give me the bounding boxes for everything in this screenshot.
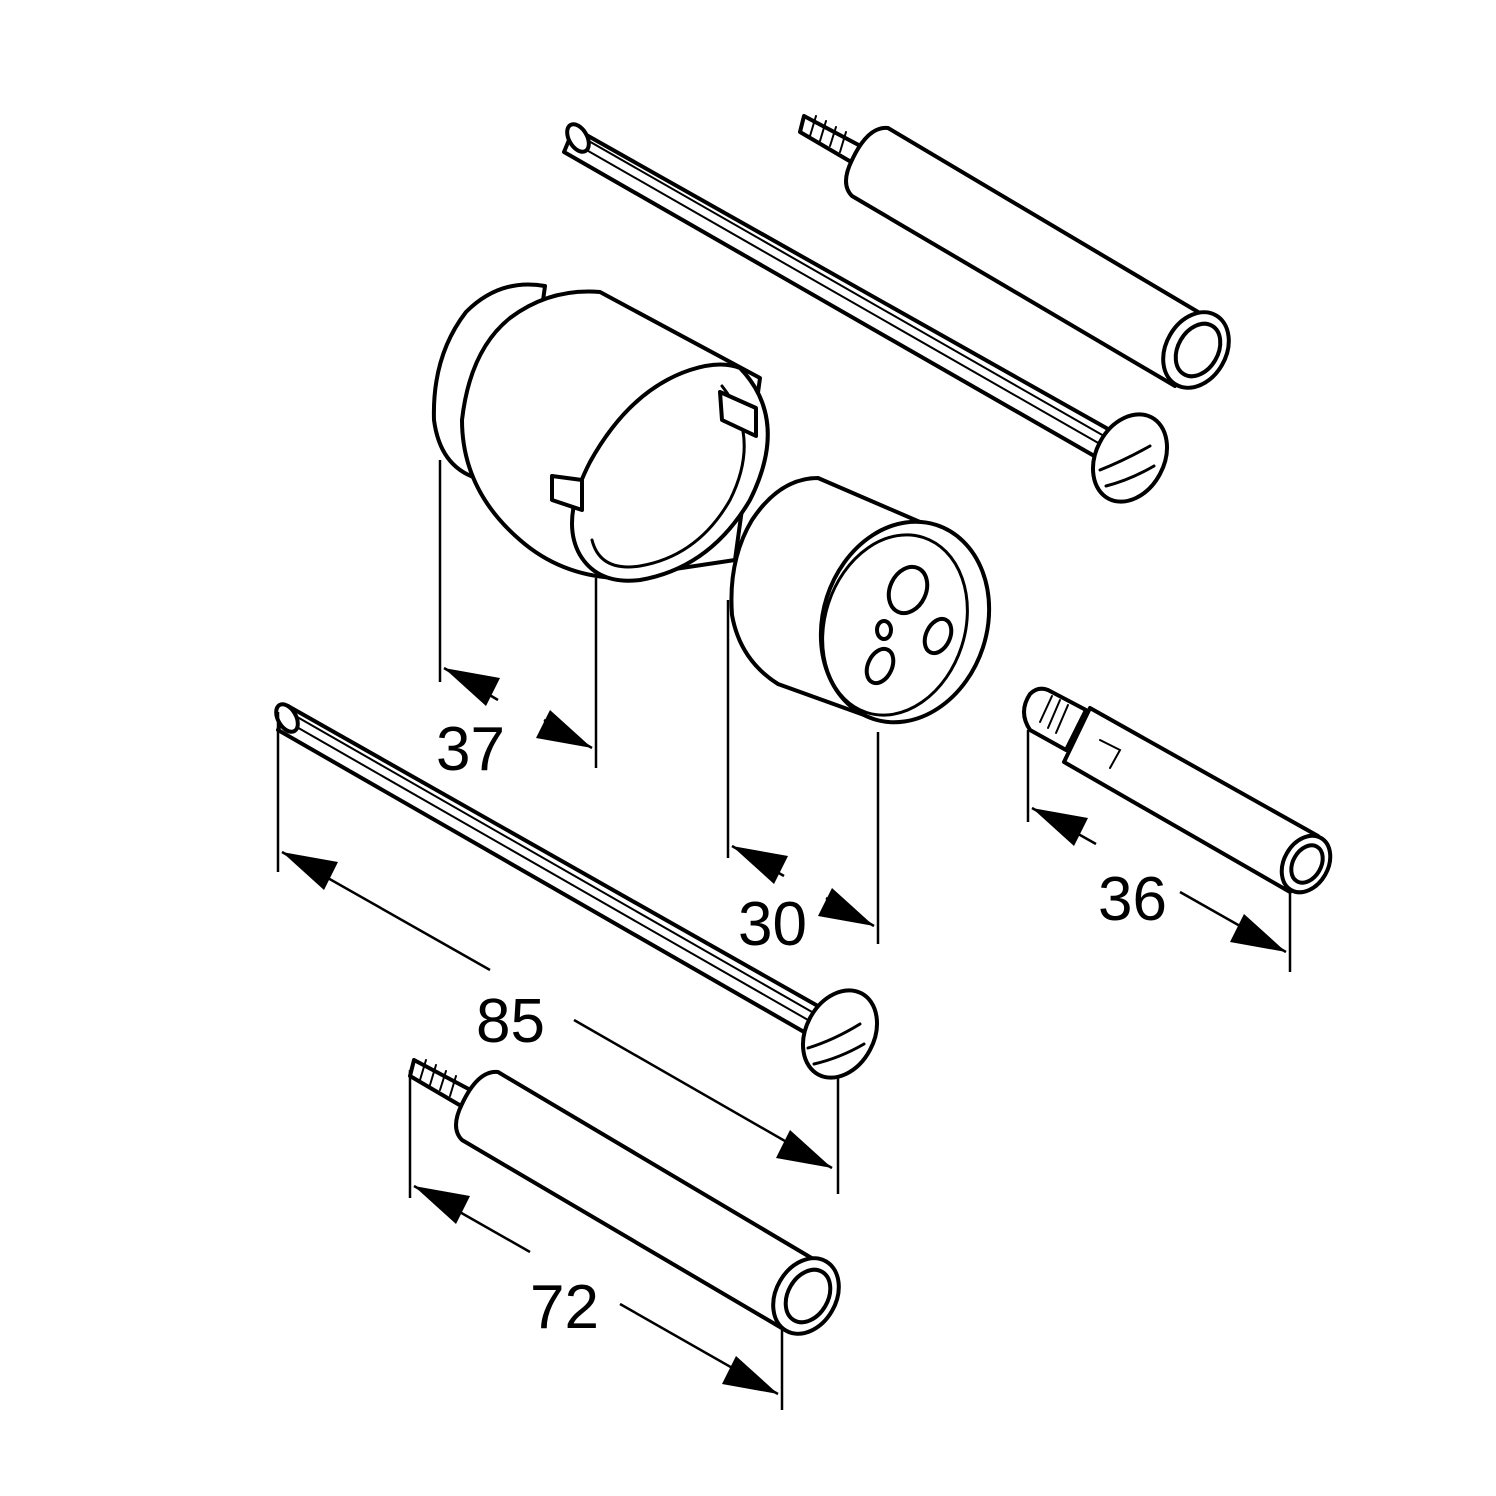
dimension-arrow	[444, 668, 500, 706]
dimension-sleeve: 37	[436, 460, 598, 784]
sleeve-part	[431, 282, 770, 583]
dimension-cap: 30	[726, 600, 880, 959]
dimension-arrow	[282, 852, 338, 890]
dimension-label-long-rod: 85	[476, 987, 545, 1056]
dimension-label-extension: 72	[530, 1273, 599, 1342]
dimension-arrow	[1230, 914, 1286, 952]
dimension-arrow	[732, 846, 788, 884]
top-rod-part	[562, 122, 1169, 504]
extension-part	[408, 1058, 841, 1336]
dimension-long-rod: 85	[276, 712, 840, 1194]
dimension-label-sleeve: 37	[436, 715, 505, 784]
dimension-arrow	[536, 710, 592, 748]
dimension-short-extension: 36	[1026, 730, 1292, 972]
dimension-extension: 72	[408, 1070, 784, 1410]
dimension-label-short-extension: 36	[1098, 865, 1167, 934]
short-extension-part	[1022, 686, 1333, 895]
top-extension-part	[798, 114, 1231, 390]
dimension-arrow	[722, 1356, 778, 1394]
cap-part	[729, 476, 992, 725]
dimension-arrow	[1032, 808, 1088, 846]
dimension-label-cap: 30	[738, 890, 807, 959]
dimension-arrow	[414, 1186, 470, 1224]
dimension-arrow	[818, 888, 874, 926]
long-rod-part	[274, 702, 879, 1080]
dimension-arrow	[776, 1130, 832, 1168]
